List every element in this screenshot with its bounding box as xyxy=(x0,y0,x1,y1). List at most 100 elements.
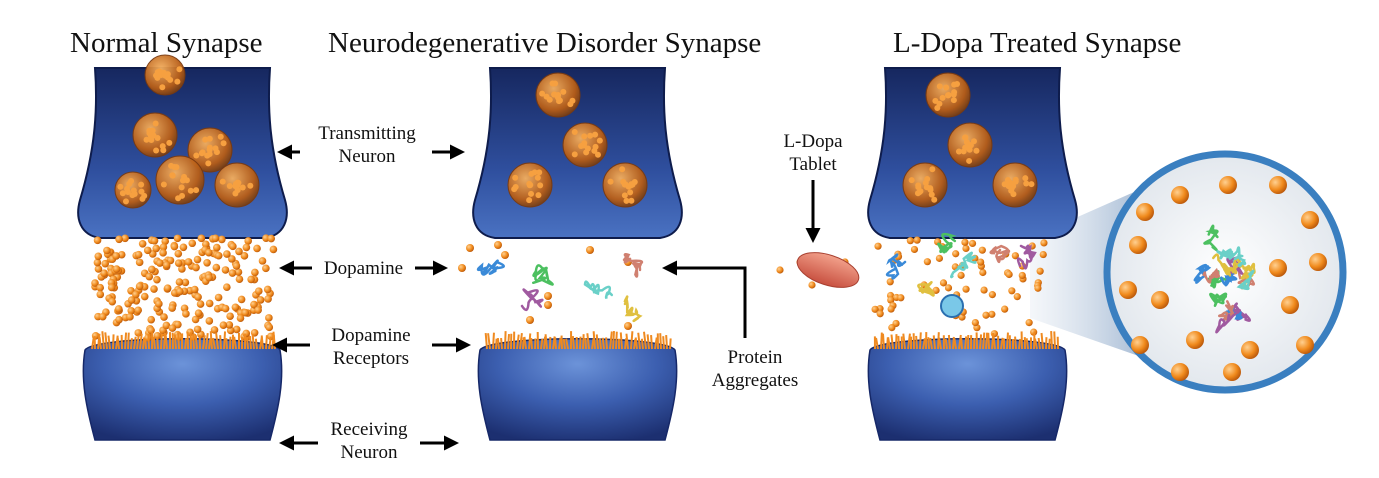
dopamine-particle xyxy=(232,325,241,334)
dopamine-particle xyxy=(247,275,255,284)
vesicle xyxy=(925,72,971,118)
dopamine-particle xyxy=(168,324,177,332)
dopamine-particle xyxy=(190,285,199,294)
dopamine-particle xyxy=(979,268,987,277)
dopamine-particle xyxy=(978,246,986,254)
dopamine-particle xyxy=(115,235,123,244)
dopamine-particle xyxy=(96,290,105,299)
dopamine-particle xyxy=(939,279,948,287)
dopamine-particle xyxy=(225,321,234,329)
dopamine-particle xyxy=(235,275,244,284)
label-receiving-line1: Receiving xyxy=(330,419,408,440)
dopamine-particle xyxy=(173,234,182,243)
dopamine-particle xyxy=(236,314,245,322)
dopamine-particle xyxy=(1309,253,1327,271)
dopamine-particle xyxy=(205,317,214,325)
dopamine-particle xyxy=(114,305,123,313)
dopamine-particle xyxy=(148,265,156,274)
dopamine-particle xyxy=(887,296,895,304)
dopamine-particle xyxy=(213,243,221,252)
dopamine-particle xyxy=(1011,252,1019,260)
dopamine-particle xyxy=(910,245,919,254)
dopamine-particle xyxy=(228,269,237,277)
dopamine-particle xyxy=(235,247,243,256)
dopamine-particle xyxy=(586,246,594,254)
dopamine-particle xyxy=(182,310,190,318)
dopamine-particle xyxy=(94,265,103,273)
title-treated: L-Dopa Treated Synapse xyxy=(893,27,1182,59)
dopamine-particle xyxy=(181,278,190,287)
dopamine-particle xyxy=(193,255,202,264)
dopamine-particle xyxy=(174,259,183,267)
protein-aggregate xyxy=(1218,300,1235,322)
dopamine-particle xyxy=(218,235,226,244)
dopamine-particle xyxy=(194,309,203,317)
dopamine-particle xyxy=(935,254,944,262)
dopamine-particle xyxy=(962,285,970,293)
dopamine-particle xyxy=(962,244,970,253)
dopamine-particle xyxy=(162,261,171,269)
dopamine-particle xyxy=(145,272,154,281)
label-ldopa-line1: L-Dopa xyxy=(783,131,843,152)
dopamine-particle xyxy=(1001,305,1009,313)
dopamine-particle xyxy=(1040,239,1048,247)
dopamine-particle xyxy=(913,236,921,244)
transmitting-neuron-normal xyxy=(77,67,288,239)
ldopa-tablet-pill xyxy=(796,252,860,288)
dopamine-particle xyxy=(1036,267,1044,275)
dopamine-particle xyxy=(501,251,509,259)
vesicle xyxy=(187,127,233,173)
dopamine-particle xyxy=(1025,319,1033,327)
dopamine-particle xyxy=(168,304,176,312)
dopamine-particle xyxy=(147,315,156,324)
dopamine-particle xyxy=(944,284,953,292)
dopamine-particle xyxy=(147,326,155,335)
dopamine-particle xyxy=(221,304,230,313)
protein-aggregate xyxy=(1202,267,1221,284)
dopamine-particle xyxy=(874,242,882,250)
dopamine-particle xyxy=(776,266,784,274)
dopamine-receptors xyxy=(484,331,672,350)
dopamine-particle xyxy=(101,259,110,268)
dopamine-particle xyxy=(253,244,261,253)
label-transmitting-line1: Transmitting xyxy=(318,123,416,144)
label-receptors-line2: Receptors xyxy=(333,348,409,369)
dopamine-particle xyxy=(466,244,474,252)
dopamine-particle xyxy=(242,329,251,338)
dopamine-particle xyxy=(191,315,200,324)
dopamine-particle xyxy=(203,259,211,267)
dopamine-particle xyxy=(214,293,223,302)
dopamine-particle xyxy=(156,259,164,267)
dopamine-receptors xyxy=(873,330,1059,350)
dopamine-particle xyxy=(234,268,243,276)
protein-aggregate xyxy=(1016,244,1037,270)
dopamine-particle xyxy=(205,273,213,282)
protein-aggregate xyxy=(989,244,1011,264)
vesicle xyxy=(602,162,648,208)
dopamine-particle xyxy=(968,239,977,248)
protein-aggregate xyxy=(1193,263,1212,284)
protein-aggregate xyxy=(532,264,554,286)
dopamine-particle xyxy=(194,293,202,301)
dopamine-particle xyxy=(1005,270,1013,279)
dopamine-particle xyxy=(152,244,160,253)
dopamine-particle xyxy=(184,258,193,266)
dopamine-particle xyxy=(175,278,184,286)
dopamine-particle xyxy=(1013,293,1021,301)
protein-aggregate xyxy=(622,253,644,278)
dopamine-particle xyxy=(192,263,200,272)
vesicle xyxy=(132,112,178,158)
dopamine-particle xyxy=(1034,284,1042,292)
dopamine-particle xyxy=(240,252,249,260)
protein-aggregate xyxy=(1236,269,1255,291)
protein-aggregate xyxy=(1228,246,1247,268)
dopamine-particle xyxy=(232,262,241,270)
dopamine-particle xyxy=(160,313,168,321)
vesicle xyxy=(947,122,993,168)
label-protein-line2: Aggregates xyxy=(711,370,799,391)
dopamine-particle xyxy=(262,264,270,273)
receiving-neuron-normal xyxy=(82,338,283,441)
protein-aggregate xyxy=(1220,272,1238,287)
dopamine-particle xyxy=(127,307,136,315)
protein-aggregate xyxy=(583,280,614,299)
